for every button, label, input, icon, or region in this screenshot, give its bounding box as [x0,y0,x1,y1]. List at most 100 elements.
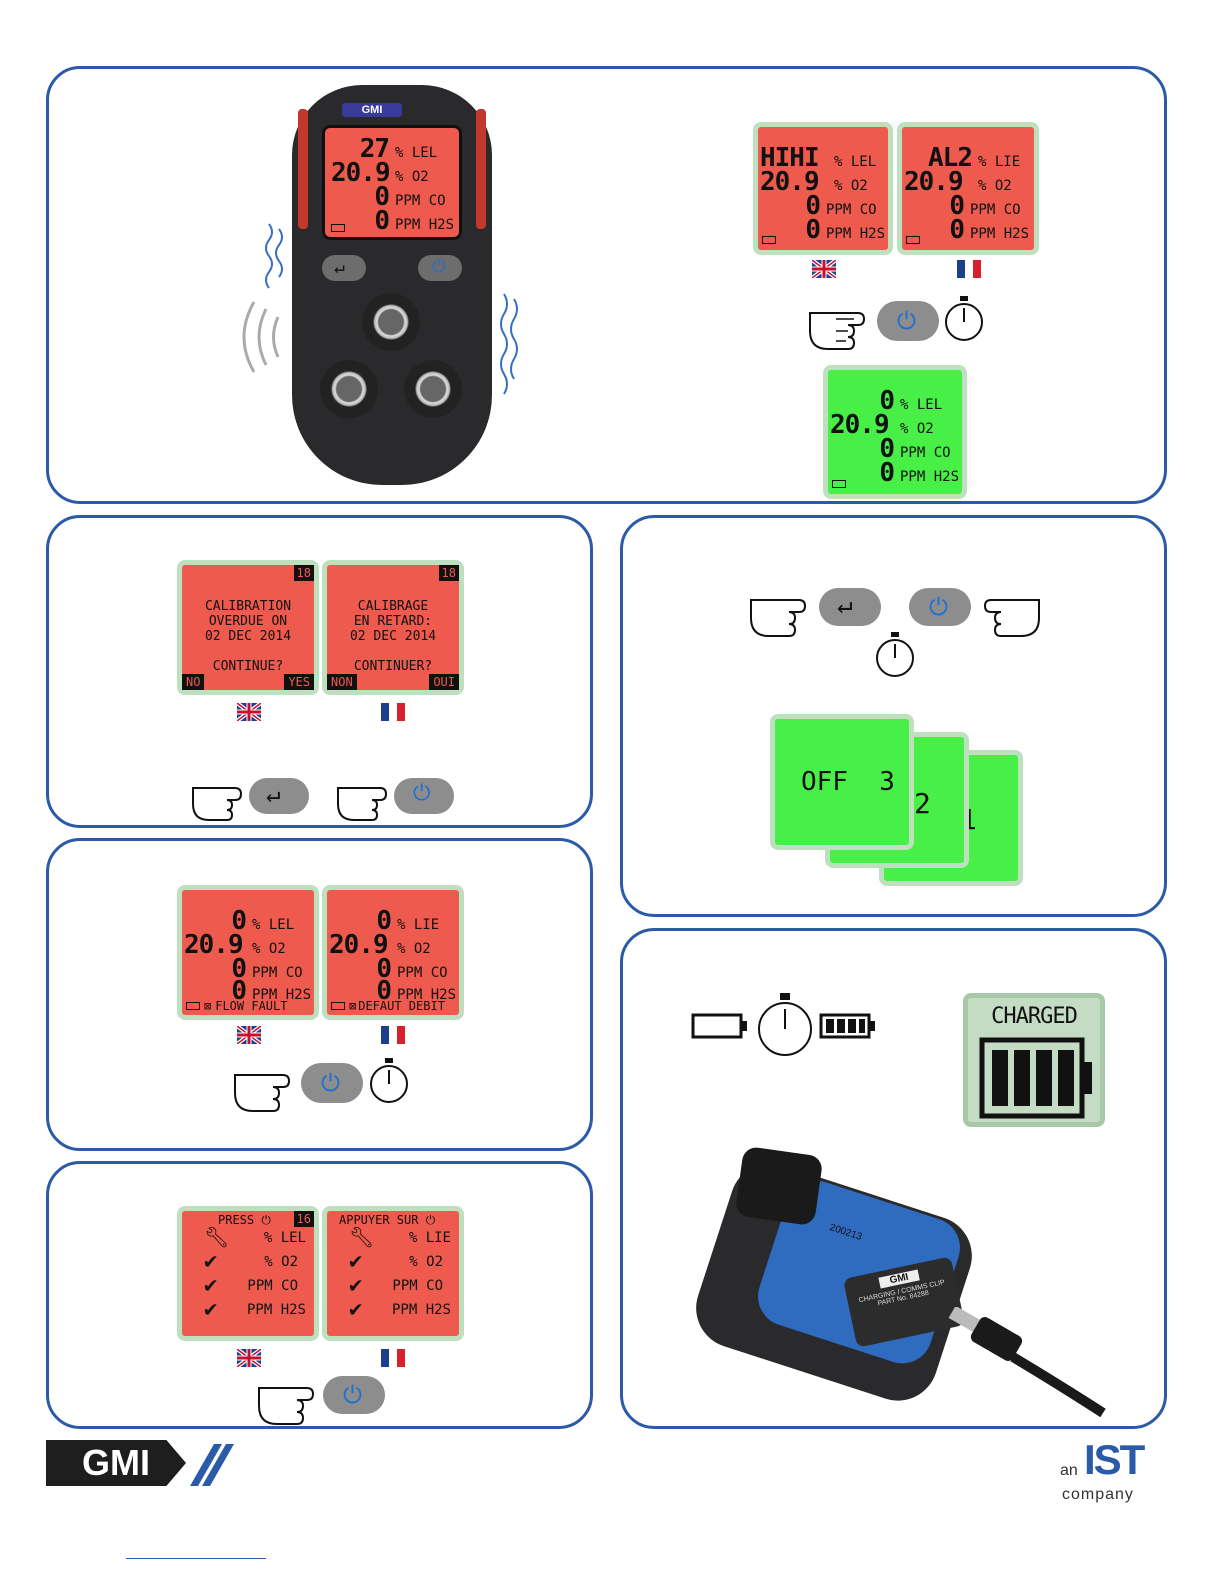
bump-en-page: 16 [293,1211,314,1227]
flow-fr-unit-lie: % LIE [397,917,440,933]
power-button[interactable]: ⏻ [909,588,971,626]
power-icon: ⏻ [413,781,431,806]
fr-flag-icon [381,1349,405,1367]
alarm-fr-value-h2s: 0 [949,215,965,245]
enter-button[interactable]: ↵ [249,778,309,814]
stopwatch-icon [370,1058,408,1103]
check-icon: ✔ [349,1297,363,1322]
bump-en-unit-o2: % O2 [264,1254,298,1270]
hand-press-icon [809,312,866,350]
alarm-fr-unit-o2: % O2 [978,178,1012,194]
calibration-en-yes[interactable]: YES [284,674,314,690]
battery-icon [762,236,776,244]
charging-device-image: 200213 GMI CHARGING / COMMS CLIP PART No… [685,1145,983,1411]
flow-fault-icon: ⊠ [204,999,212,1013]
enter-button[interactable]: ↵ [819,588,881,626]
flow-fr-value-h2s: 0 [376,976,392,1006]
normal-unit-co: PPM CO [900,445,951,461]
alarm-fr-value-o2: 20.9 [904,167,964,197]
hand-press-icon [192,787,243,821]
device-value-co: 0 [374,182,390,212]
calibration-fr-message: CALIBRAGE EN RETARD: 02 DEC 2014 [349,599,437,644]
battery-empty-icon [691,1013,747,1039]
power-button[interactable]: ⏻ [877,301,939,341]
check-icon: ✔ [349,1249,363,1274]
ist-logo-brand: IST [1084,1436,1145,1483]
device-unit-h2s: PPM H2S [395,217,455,233]
calibration-fr-non[interactable]: NON [327,674,357,690]
check-icon: ✔ [204,1249,218,1274]
device-logo: GMI [342,103,402,117]
battery-icon [331,224,345,232]
panel-charging: CHARGED 200213 GMI CHARGING / COMMS CLIP… [620,928,1167,1429]
flow-fr-value-lie: 0 [376,906,392,936]
power-icon: ⏻ [321,1069,340,1097]
flow-en-value-co: 0 [231,954,247,984]
device-unit-co: PPM CO [395,193,446,209]
fr-flag-icon [381,1026,405,1044]
footer-link-underline [126,1558,266,1559]
bump-fr-unit-co: PPM CO [392,1278,443,1294]
enter-icon: ↵ [837,590,853,620]
stopwatch-icon [876,632,914,677]
flow-fr-unit-h2s: PPM H2S [397,987,457,1003]
alarm-fr-unit-h2s: PPM H2S [970,226,1030,242]
wrench-icon: 🔧︎ [204,1225,230,1249]
device-value-h2s: 0 [374,206,390,236]
battery-full-icon [819,1013,875,1039]
stopwatch-icon [758,993,812,1056]
normal-value-co: 0 [879,434,895,464]
sensor-grille-left [320,360,378,418]
power-button[interactable]: ⏻ [301,1063,363,1103]
sensor-grille-top [362,293,420,351]
alarm-en-unit-o2: % O2 [834,178,868,194]
alarm-en-value-co: 0 [805,191,821,221]
charged-screen: CHARGED [963,993,1105,1127]
flow-en-value-h2s: 0 [231,976,247,1006]
power-button[interactable]: ⏻ [418,255,462,281]
calibration-en-no[interactable]: NO [182,674,205,690]
panel-calibration: 18 CALIBRATION OVERDUE ON 02 DEC 2014 CO… [46,515,593,828]
bump-en-unit-lel: % LEL [263,1230,306,1246]
uk-flag-icon [237,703,261,721]
hand-press-icon [234,1074,291,1112]
alarm-en-value-lel: HIHI [760,143,820,173]
bump-en-unit-co: PPM CO [247,1278,298,1294]
power-button[interactable]: ⏻ [323,1376,385,1414]
power-icon: ⏻ [929,593,948,621]
calibration-en-prompt: CONTINUE? [212,659,284,674]
sound-icon [242,301,280,373]
device-value-lel: 27 [359,134,390,164]
alarm-fr-unit-co: PPM CO [970,202,1021,218]
enter-button[interactable]: ↵ [322,255,366,281]
normal-unit-lel: % LEL [900,397,943,413]
bump-en-unit-h2s: PPM H2S [246,1302,306,1318]
fr-flag-icon [381,703,405,721]
flow-fr-value-o2: 20.9 [329,930,389,960]
alarm-fr-unit-lie: % LIE [978,154,1021,170]
flow-en-unit-co: PPM CO [252,965,303,981]
vibration-icon-right [500,293,518,395]
alarm-en-value-o2: 20.9 [760,167,820,197]
bump-fr-unit-h2s: PPM H2S [391,1302,451,1318]
charged-status: CHARGED [991,1004,1078,1029]
calibration-fr-oui[interactable]: OUI [429,674,459,690]
enter-icon: ↵ [334,257,345,278]
hand-press-icon [750,599,807,637]
gmi-logo-mark [190,1444,234,1486]
power-icon: ⏻ [432,257,446,277]
alarm-fr-value-lie: AL2 [928,143,973,173]
power-button[interactable]: ⏻ [394,778,454,814]
hand-press-icon [258,1387,315,1425]
device-unit-lel: % LEL [395,145,438,161]
calibration-fr-page: 18 [438,565,459,581]
device-value-o2: 20.9 [331,158,391,188]
bump-fr-header: APPUYER SUR [339,1213,419,1227]
fr-flag-icon [957,260,981,278]
